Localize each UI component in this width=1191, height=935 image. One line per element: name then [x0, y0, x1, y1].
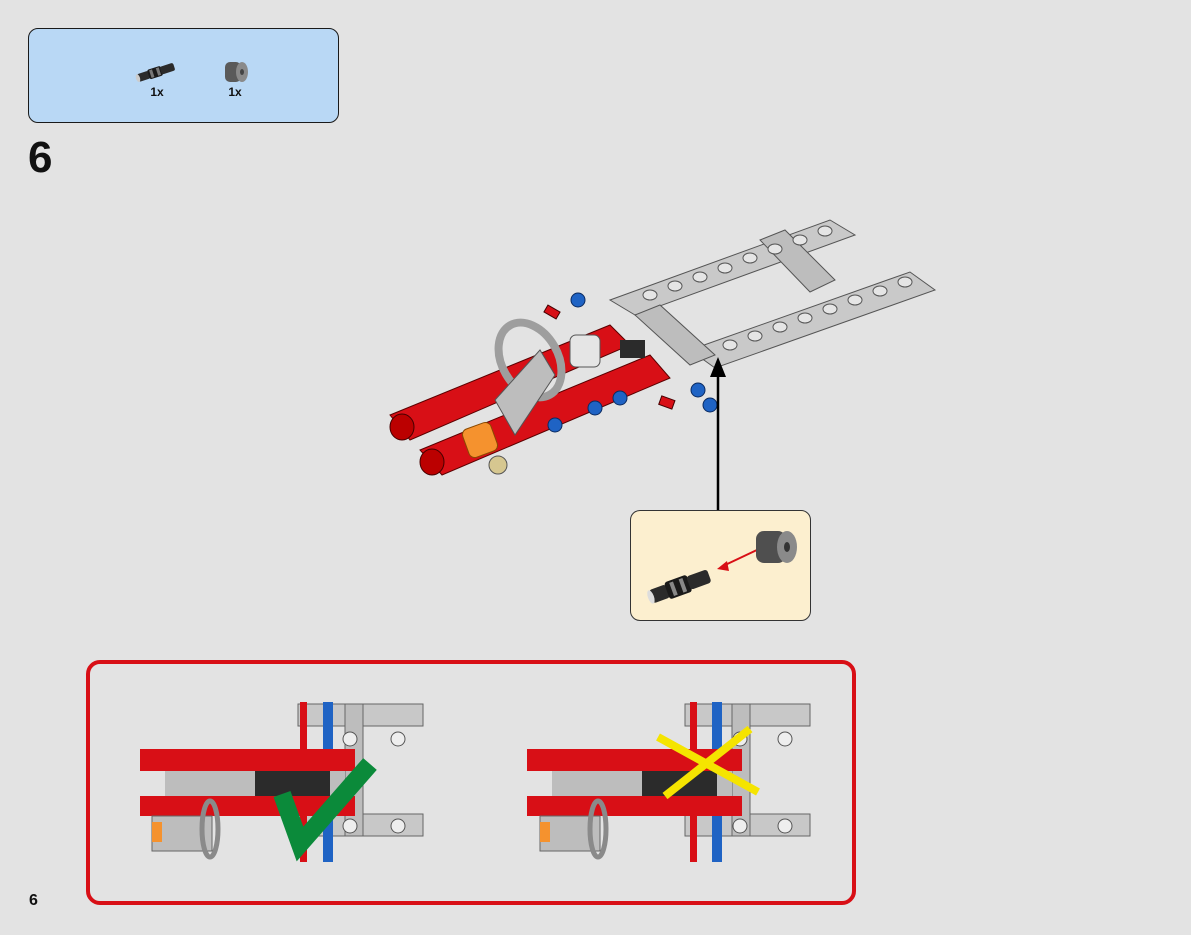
correct-example [140, 702, 423, 862]
step-number: 6 [28, 136, 52, 180]
gray-frame [610, 220, 935, 368]
bush-icon [756, 531, 797, 563]
model-illustration [380, 200, 940, 490]
orientation-comparison [90, 664, 852, 901]
bush-icon [215, 59, 255, 85]
part-bush: 1x [205, 59, 265, 99]
subassembly-callout [630, 510, 811, 621]
part-qty: 1x [205, 85, 265, 99]
part-axle-pin-connector: 1x [127, 59, 187, 99]
axle-pin-connector-icon [133, 59, 181, 85]
insertion-arrow [700, 355, 740, 515]
incorrect-example [527, 702, 810, 862]
page-number: 6 [29, 892, 38, 910]
orientation-check-panel [86, 660, 856, 905]
axle-pin-connector-icon [645, 567, 712, 606]
subassembly-illustration [631, 511, 809, 619]
part-qty: 1x [127, 85, 187, 99]
parts-list-box: 1x 1x [28, 28, 339, 123]
